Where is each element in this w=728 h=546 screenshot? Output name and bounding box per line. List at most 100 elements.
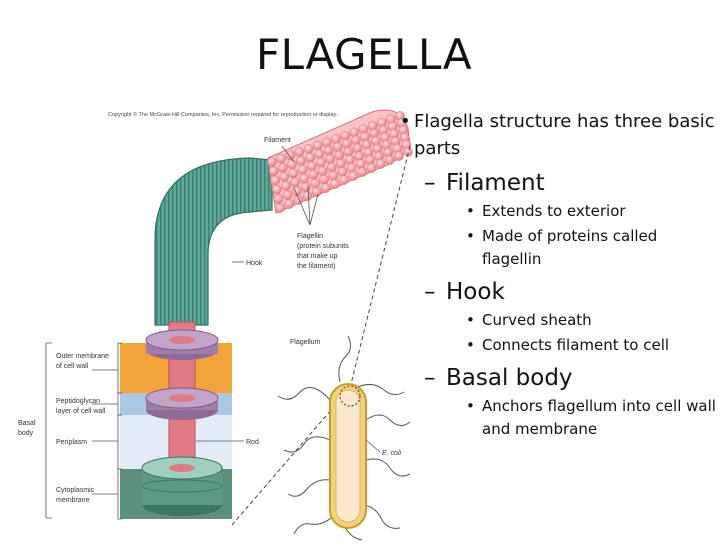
label-brackets (45, 145, 319, 520)
flagellin-subunit (355, 159, 366, 169)
label-hook: Hook (246, 260, 263, 267)
flagellin-subunit (275, 203, 285, 213)
flagellin-subunit (317, 166, 328, 176)
flagellin-subunit (360, 132, 370, 142)
flagellin-subunit (341, 138, 352, 149)
flagellin-subunit (267, 157, 277, 167)
sub-bullet: •Made of proteins called flagellin (466, 227, 658, 268)
section-basal-body: –Basal body (424, 365, 573, 391)
flagellin-subunit (316, 157, 326, 168)
flagellin-subunit (293, 195, 304, 205)
flagellin-subunit (351, 135, 361, 146)
section-filament: –Filament (424, 170, 545, 196)
sub-bullet: •Curved sheath (466, 311, 592, 329)
label-filament: Filament (264, 137, 291, 144)
flagellin-subunit (366, 163, 377, 173)
section-heading: Basal body (446, 365, 573, 391)
label-outer-membrane: Outer membrane (56, 353, 109, 360)
label-basal-2: body (18, 430, 34, 437)
p-ring (145, 387, 219, 420)
hook-tube (154, 157, 273, 326)
flagellin-subunit (332, 142, 343, 152)
flagellin-subunit (375, 159, 386, 169)
flagellin-subunit (268, 166, 279, 176)
flagellin-subunit (354, 151, 364, 161)
flagellin-subunit (334, 150, 345, 161)
flagellin-subunit (296, 156, 306, 166)
flagellin-subunit (361, 139, 372, 150)
flagellin-subunit (273, 193, 284, 204)
flagellin-subunit (330, 179, 340, 189)
slide-title: FLAGELLA (255, 30, 473, 79)
flagellin-subunit (349, 127, 360, 138)
flagellin-subunit (343, 146, 354, 157)
flagellin-subunit (276, 153, 286, 164)
flagellin-subunit (345, 155, 355, 165)
copyright-note: Copyright © The McGraw-Hill Companies, I… (108, 111, 338, 118)
flagellin-subunit (326, 162, 337, 173)
label-periplasm: Periplasm (56, 439, 87, 446)
sub-bullet: •Connects filament to cell (466, 336, 670, 354)
label-ecoli: E. coli (382, 450, 402, 457)
flagellin-subunit (290, 177, 300, 187)
intro-bullet: Flagella structure has three basic parts (400, 108, 720, 162)
flagellin-subunit (287, 159, 297, 170)
flagellin-subunit (328, 170, 339, 181)
flagellin-subunit (294, 147, 305, 157)
l-ring (145, 329, 219, 360)
label-rod: Rod (246, 439, 259, 446)
ms-ring (141, 456, 223, 516)
flagellin-subunit (339, 175, 349, 185)
flagellin-subunit (297, 164, 308, 175)
flagellin-subunit (320, 183, 331, 193)
flagellin-subunit (303, 144, 314, 154)
flagellin-subunit (337, 166, 348, 177)
flagellin-subunit (288, 168, 299, 179)
sub-bullet: •Anchors flagellum into cell wall and me… (466, 397, 716, 438)
flagellin-subunit (312, 140, 323, 151)
label-flagellin-note-3: the filament) (297, 263, 336, 270)
label-outer-membrane-2: of cell wall (56, 363, 89, 370)
flagellin-subunit (308, 169, 319, 180)
flagellin-subunit (284, 199, 294, 209)
flagellin-subunit (364, 155, 375, 165)
flagellin-subunit (277, 162, 288, 173)
flagellin-subunit (348, 171, 358, 181)
flagellin-subunit (357, 167, 368, 177)
label-flagellin: Flagellin (297, 233, 323, 240)
label-cytoplasmic-2: membrane (56, 497, 90, 504)
flagellin-subunit (311, 187, 322, 197)
ecoli-cell (277, 335, 411, 541)
flagellin-subunit (300, 182, 311, 192)
flagellin-subunit (346, 163, 357, 173)
section-heading: Hook (446, 279, 505, 305)
flagellin-subunit (352, 143, 363, 154)
flagellin-subunit (271, 184, 282, 195)
flagellin-subunit (302, 191, 313, 201)
label-basal: Basal (18, 420, 36, 427)
label-peptidoglycan: Peptidoglycan (56, 398, 100, 405)
flagellin-subunit (314, 149, 325, 159)
section-hook: –Hook (424, 279, 505, 305)
flagellin-subunit (310, 178, 320, 189)
intro-text: Flagella structure has three basic parts (414, 111, 715, 159)
flagellin-subunit (384, 155, 395, 165)
flagellin-subunit (358, 124, 369, 134)
flagellin-subunit (335, 158, 346, 169)
flagellin-subunit (323, 145, 334, 156)
bullet-list: Flagella structure has three basic parts… (400, 108, 720, 441)
section-heading: Filament (446, 170, 545, 196)
sub-bullet: •Extends to exterior (466, 202, 626, 220)
label-flagellum: Flagellum (290, 339, 321, 346)
flagellin-subunit (299, 173, 310, 184)
flagellin-subunit (305, 152, 316, 163)
flagellin-subunit (279, 171, 290, 182)
flagellin-subunit (322, 137, 332, 148)
flagellin-subunit (325, 154, 335, 164)
flagellin-subunit (319, 174, 329, 185)
flagellin-subunit (270, 175, 281, 186)
flagellin-subunit (282, 190, 293, 200)
flagellin-subunit (331, 134, 341, 144)
flagellin-subunit (340, 130, 350, 141)
